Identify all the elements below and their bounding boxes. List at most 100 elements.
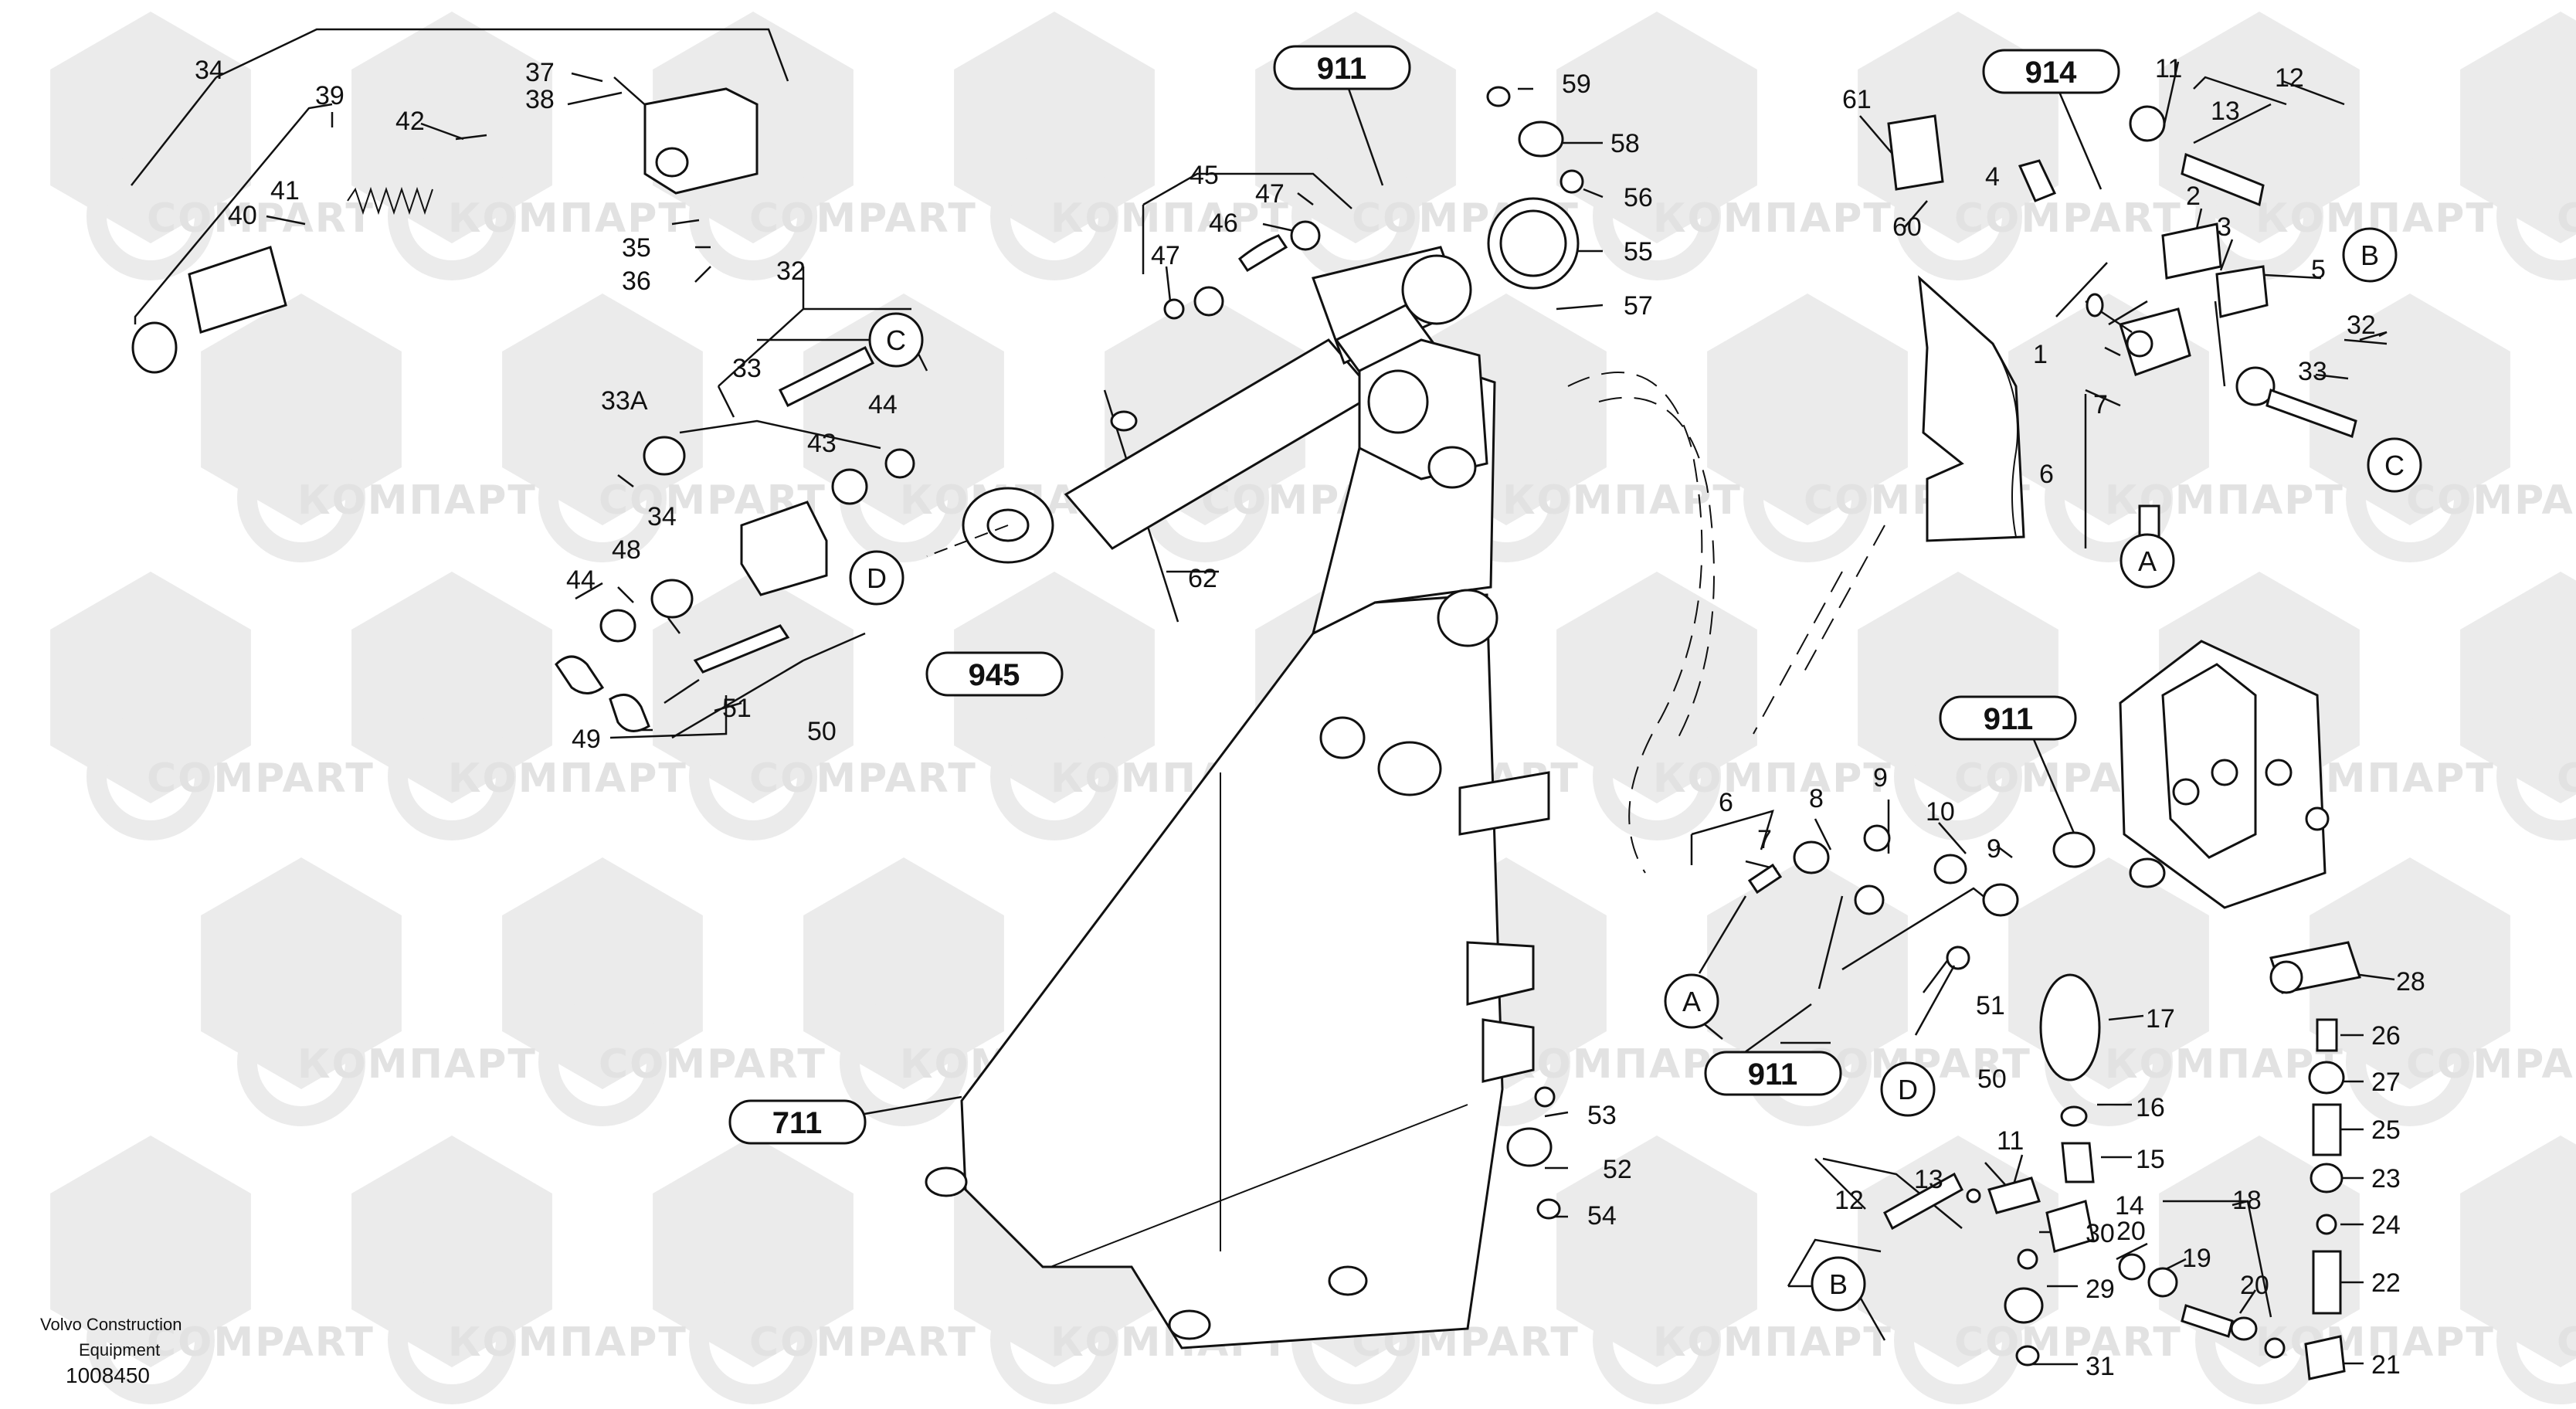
watermark-ring xyxy=(1593,152,1721,280)
leader-lines xyxy=(131,28,2395,1366)
part-label-25: 25 xyxy=(2371,1115,2401,1145)
part-label-24: 24 xyxy=(2371,1210,2401,1240)
part-label-49: 49 xyxy=(572,725,601,754)
part-label-32b: 32 xyxy=(2347,311,2376,340)
connector-d-lower: D xyxy=(1880,1061,1936,1117)
footer-company: Volvo Construction xyxy=(40,1315,182,1334)
watermark-ring xyxy=(689,712,817,840)
watermark-text: COMPART xyxy=(599,1041,826,1088)
part-label-9: 9 xyxy=(1873,763,1888,793)
watermark-text: COMPART xyxy=(1954,1319,2182,1366)
ref-945[interactable]: 945 xyxy=(925,651,1064,697)
ref-911-bottom-label: 911 xyxy=(1748,1058,1798,1092)
watermark-text: COMPART xyxy=(2406,477,2576,524)
part-label-47b: 47 xyxy=(1151,241,1180,270)
watermark-text: КОМПАРТ xyxy=(2105,1041,2344,1088)
watermark-ring xyxy=(2346,998,2474,1126)
part-label-4: 4 xyxy=(1985,162,2000,192)
part-label-17: 17 xyxy=(2146,1004,2175,1034)
watermark-text: КОМПАРТ xyxy=(1653,1319,1892,1366)
part-label-36: 36 xyxy=(622,267,651,296)
part-label-34b: 34 xyxy=(647,502,677,531)
watermark-ring xyxy=(1743,434,1872,562)
watermark-text: КОМПАРТ xyxy=(297,477,537,524)
watermark-ring xyxy=(990,1276,1118,1404)
ref-911-mid-label: 911 xyxy=(1984,702,2034,736)
part-number-labels: 34 39 37 38 42 41 40 35 36 32 33 33A 44 … xyxy=(195,54,2425,1381)
part-label-11: 11 xyxy=(2155,54,2182,83)
part-label-3: 3 xyxy=(2217,212,2232,242)
watermark-text: COMPART xyxy=(2557,1319,2576,1366)
ref-911-bottom[interactable]: 911 xyxy=(1704,1051,1842,1096)
watermark-ring xyxy=(2045,434,2173,562)
part-label-52: 52 xyxy=(1603,1155,1632,1184)
part-label-33a: 33A xyxy=(601,386,648,416)
part-label-42: 42 xyxy=(395,107,425,136)
part-label-50b: 50 xyxy=(1977,1064,2007,1094)
part-label-57: 57 xyxy=(1624,291,1653,321)
svg-text:D: D xyxy=(867,562,887,594)
watermark-ring xyxy=(538,998,667,1126)
part-label-59: 59 xyxy=(1562,70,1591,99)
watermark-hexagon xyxy=(2460,572,2576,803)
connector-d-left: D xyxy=(849,550,904,606)
part-label-33: 33 xyxy=(732,354,762,383)
part-label-1: 1 xyxy=(2033,340,2048,369)
ref-911-top[interactable]: 911 xyxy=(1273,45,1411,90)
watermark-ring xyxy=(2496,712,2576,840)
watermark-ring xyxy=(388,712,516,840)
connector-a-lower: A xyxy=(1664,973,1719,1029)
part-label-20b: 20 xyxy=(2240,1271,2269,1300)
part-label-7b: 7 xyxy=(1757,825,1772,854)
part-label-21: 21 xyxy=(2371,1350,2401,1380)
part-label-5: 5 xyxy=(2311,255,2326,284)
part-label-35: 35 xyxy=(622,233,651,263)
footer-division: Equipment xyxy=(79,1340,160,1360)
watermark-ring xyxy=(538,434,667,562)
part-label-33b: 33 xyxy=(2298,357,2327,386)
watermark-ring xyxy=(237,998,365,1126)
part-label-27: 27 xyxy=(2371,1068,2401,1097)
watermark-text: КОМПАРТ xyxy=(1653,195,1892,242)
part-label-16: 16 xyxy=(2136,1093,2165,1122)
part-label-44b: 44 xyxy=(566,565,596,595)
part-label-2: 2 xyxy=(2186,182,2201,211)
part-label-28: 28 xyxy=(2396,967,2425,996)
part-label-38: 38 xyxy=(525,85,555,114)
connector-a-upper: A xyxy=(2120,533,2175,589)
part-label-15: 15 xyxy=(2136,1145,2165,1174)
watermark-ring xyxy=(990,152,1118,280)
ref-711[interactable]: 711 xyxy=(728,1099,867,1145)
part-label-50: 50 xyxy=(807,717,837,746)
connector-b-lower: B xyxy=(1811,1256,1866,1312)
part-label-8: 8 xyxy=(1809,784,1824,813)
ref-914[interactable]: 914 xyxy=(1982,49,2120,94)
drawing-footer: Volvo Construction Equipment 1008450 xyxy=(40,1315,182,1387)
part-label-29: 29 xyxy=(2086,1275,2115,1304)
watermark-ring xyxy=(87,712,215,840)
part-label-12b: 12 xyxy=(1834,1186,1864,1215)
ref-911-top-label: 911 xyxy=(1317,52,1367,86)
svg-text:D: D xyxy=(1898,1074,1918,1105)
svg-text:C: C xyxy=(886,324,906,356)
watermark-text: КОМПАРТ xyxy=(297,1041,537,1088)
part-label-6b: 6 xyxy=(1719,788,1733,817)
svg-text:C: C xyxy=(2384,450,2405,481)
part-label-44: 44 xyxy=(868,390,898,419)
watermark-ring xyxy=(2496,1276,2576,1404)
watermark-text: КОМПАРТ xyxy=(448,755,687,802)
part-label-6: 6 xyxy=(2039,460,2054,489)
watermark-text: КОМПАРТ xyxy=(1502,1041,1742,1088)
connector-b-right: B xyxy=(2342,227,2398,283)
connector-c-left: C xyxy=(868,312,924,368)
part-label-56: 56 xyxy=(1624,183,1653,212)
watermark-ring xyxy=(990,712,1118,840)
watermark-ring xyxy=(1894,152,2022,280)
ref-911-mid[interactable]: 911 xyxy=(1939,695,2077,741)
watermark-ring xyxy=(689,1276,817,1404)
part-label-30: 30 xyxy=(2086,1219,2115,1248)
part-label-37: 37 xyxy=(525,58,555,87)
part-label-58: 58 xyxy=(1610,129,1640,158)
part-label-12: 12 xyxy=(2275,63,2304,93)
watermark-text: COMPART xyxy=(749,755,977,802)
